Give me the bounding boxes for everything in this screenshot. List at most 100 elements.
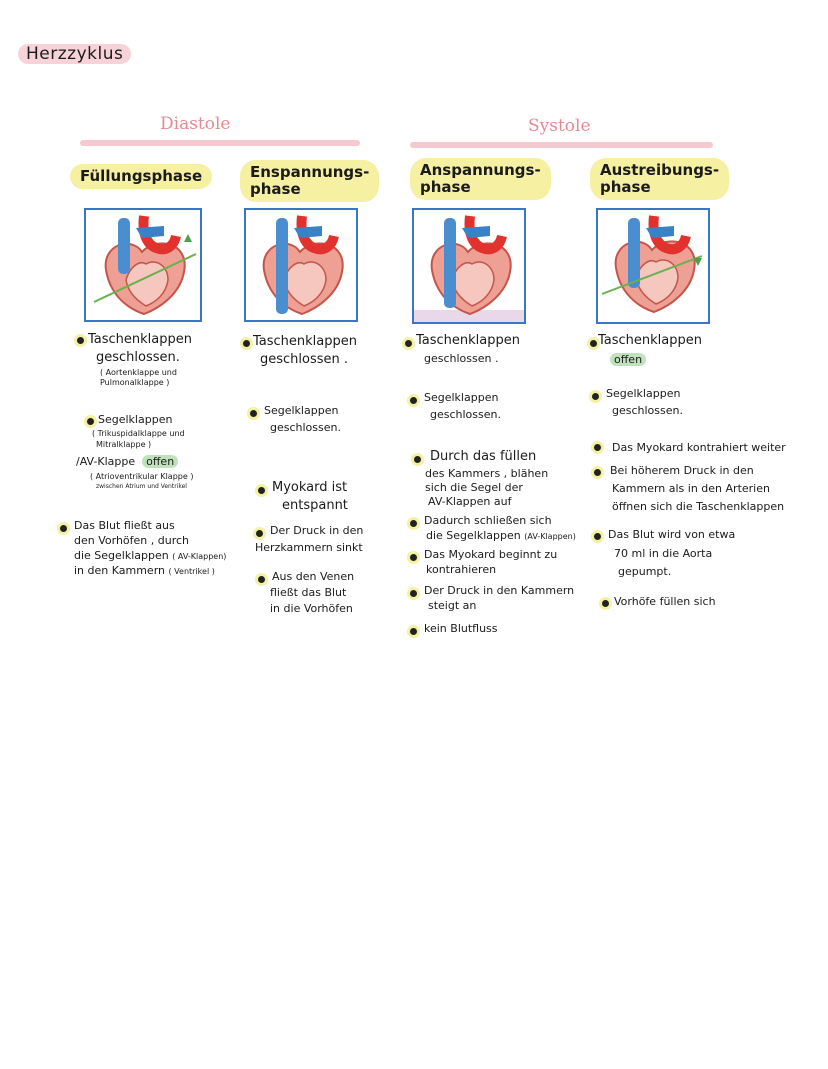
col4-taschenklappen: Taschenklappen	[598, 333, 702, 348]
col3-myokard-1: Das Myokard beginnt zu	[424, 548, 558, 561]
systole-heading: Systole	[528, 116, 591, 136]
col2-taschenklappen: Taschenklappen	[253, 334, 357, 349]
col1-blutfluss-3-row: die Segelklappen ( AV-Klappen)	[74, 549, 226, 563]
col1-taschenklappen-note2: Pulmonalklappe )	[100, 378, 170, 387]
heart-icon	[93, 215, 197, 316]
col1-segelklappen-note1: ( Trikuspidalklappe und	[92, 429, 185, 438]
diastole-heading: Diastole	[160, 114, 231, 134]
col3-taschenklappen: Taschenklappen	[416, 333, 520, 348]
col1-taschenklappen-state: geschlossen.	[96, 350, 180, 365]
phase-title-text: Anspannungs-	[420, 161, 541, 179]
col4-druck-3: öffnen sich die Taschenklappen	[612, 500, 785, 513]
col1-segelklappen: Segelklappen	[98, 413, 173, 426]
heart-diagram-austreibung	[596, 208, 710, 324]
col2-myokard-2: entspannt	[282, 498, 348, 513]
heart-icon	[601, 215, 703, 314]
bullet-point	[77, 337, 84, 344]
col4-segelklappen: Segelklappen	[606, 387, 681, 400]
col1-blutfluss-3: die Segelklappen	[74, 549, 169, 562]
col1-blutfluss-4-note: ( Ventrikel )	[168, 567, 215, 576]
col3-segelklappen: Segelklappen	[424, 391, 499, 404]
phase-title-austreibungsphase: Austreibungs- phase	[590, 158, 730, 200]
bullet-point	[258, 487, 265, 494]
bullet-point	[592, 393, 599, 400]
col3-myokard-2: kontrahieren	[426, 563, 497, 576]
phase-title-text: Enspannungs-	[250, 163, 370, 181]
heart-icon	[262, 215, 344, 316]
col4-blut-1: Das Blut wird von etwa	[608, 528, 736, 541]
col2-myokard-1: Myokard ist	[272, 480, 348, 495]
col4-blut-3: gepumpt.	[618, 565, 672, 578]
diastole-bar	[80, 140, 360, 146]
col2-venen-1: Aus den Venen	[272, 570, 355, 583]
heart-diagram-enspannung	[244, 208, 358, 322]
col4-druck-2: Kammern als in den Arterien	[612, 482, 770, 495]
col2-druck-2: Herzkammern sinkt	[255, 541, 363, 554]
bullet-point	[60, 525, 67, 532]
bullet-point	[410, 628, 417, 635]
bullet-point	[410, 590, 417, 597]
bullet-point	[410, 397, 417, 404]
col2-druck-1: Der Druck in den	[270, 524, 364, 537]
bullet-point	[405, 340, 412, 347]
bullet-point	[590, 340, 597, 347]
col3-schliessen-1: Dadurch schließen sich	[424, 514, 552, 527]
bullet-point	[243, 340, 250, 347]
heart-diagram-anspannung	[412, 208, 526, 324]
col1-av-klappe: /AV-Klappe	[76, 455, 136, 468]
col2-segelklappen: Segelklappen	[264, 404, 339, 417]
col3-schliessen-2-note: (AV-Klappen)	[524, 532, 576, 541]
col1-blutfluss-4-row: in den Kammern ( Ventrikel )	[74, 564, 215, 578]
col4-blut-2: 70 ml in die Aorta	[614, 547, 713, 560]
col1-av-klappe-row: /AV-Klappe offen	[76, 455, 179, 469]
bullet-point	[594, 469, 601, 476]
col3-segelklappen-state: geschlossen.	[430, 408, 501, 421]
col1-blutfluss-2: den Vorhöfen , durch	[74, 534, 190, 547]
heart-diagram-fuellung	[84, 208, 202, 322]
col2-venen-3: in die Vorhöfen	[270, 602, 353, 615]
col1-blutfluss-4: in den Kammern	[74, 564, 166, 577]
phase-title-text: Austreibungs-	[600, 161, 720, 179]
col3-schliessen-2: die Segelklappen	[426, 529, 521, 542]
col1-blutfluss-3-note: ( AV-Klappen)	[172, 552, 227, 561]
col4-segelklappen-state: geschlossen.	[612, 404, 683, 417]
col1-av-klappe-note2: zwischen Atrium und Ventrikel	[96, 483, 187, 490]
phase-title-text: Füllungsphase	[80, 167, 203, 185]
col3-fuellen-4: AV-Klappen auf	[428, 495, 512, 508]
bullet-point	[414, 456, 421, 463]
col3-kein-blutfluss: kein Blutfluss	[424, 622, 498, 635]
col2-segelklappen-state: geschlossen.	[270, 421, 341, 434]
col3-taschenklappen-state: geschlossen .	[424, 352, 499, 365]
phase-title-text: phase	[250, 180, 301, 198]
col1-av-klappe-note: ( Atrioventrikular Klappe )	[90, 472, 194, 481]
bullet-point	[87, 418, 94, 425]
bullet-point	[410, 554, 417, 561]
phase-title-fuellungsphase: Füllungsphase	[70, 164, 213, 189]
col1-taschenklappen-note1: ( Aortenklappe und	[100, 368, 177, 377]
col1-blutfluss-1: Das Blut fließt aus	[74, 519, 175, 532]
col2-venen-2: fließt das Blut	[270, 586, 347, 599]
col3-fuellen-1: Durch das füllen	[430, 449, 537, 464]
bullet-point	[256, 530, 263, 537]
bullet-point	[594, 533, 601, 540]
col4-druck-1: Bei höherem Druck in den	[610, 464, 754, 477]
bullet-point	[250, 410, 257, 417]
col3-schliessen-2-row: die Segelklappen (AV-Klappen)	[426, 529, 576, 543]
bullet-point	[258, 576, 265, 583]
col3-fuellen-3: sich die Segel der	[425, 481, 523, 494]
heart-icon	[414, 215, 524, 322]
col3-fuellen-2: des Kammers , blähen	[425, 467, 549, 480]
phase-title-anspannungsphase: Anspannungs- phase	[410, 158, 551, 200]
bullet-point	[602, 600, 609, 607]
col4-vorhoefe: Vorhöfe füllen sich	[614, 595, 716, 608]
systole-bar	[410, 142, 713, 148]
col1-taschenklappen: Taschenklappen	[88, 332, 192, 347]
phase-title-text: phase	[420, 178, 471, 196]
col3-druck-2: steigt an	[428, 599, 477, 612]
phase-title-text: phase	[600, 178, 651, 196]
bullet-point	[594, 444, 601, 451]
col2-taschenklappen-state: geschlossen .	[260, 352, 349, 367]
col4-taschenklappen-state-wrap: offen	[610, 353, 647, 367]
page-title: Herzzyklus	[18, 44, 132, 64]
phase-title-enspannungsphase: Enspannungs- phase	[240, 160, 380, 202]
